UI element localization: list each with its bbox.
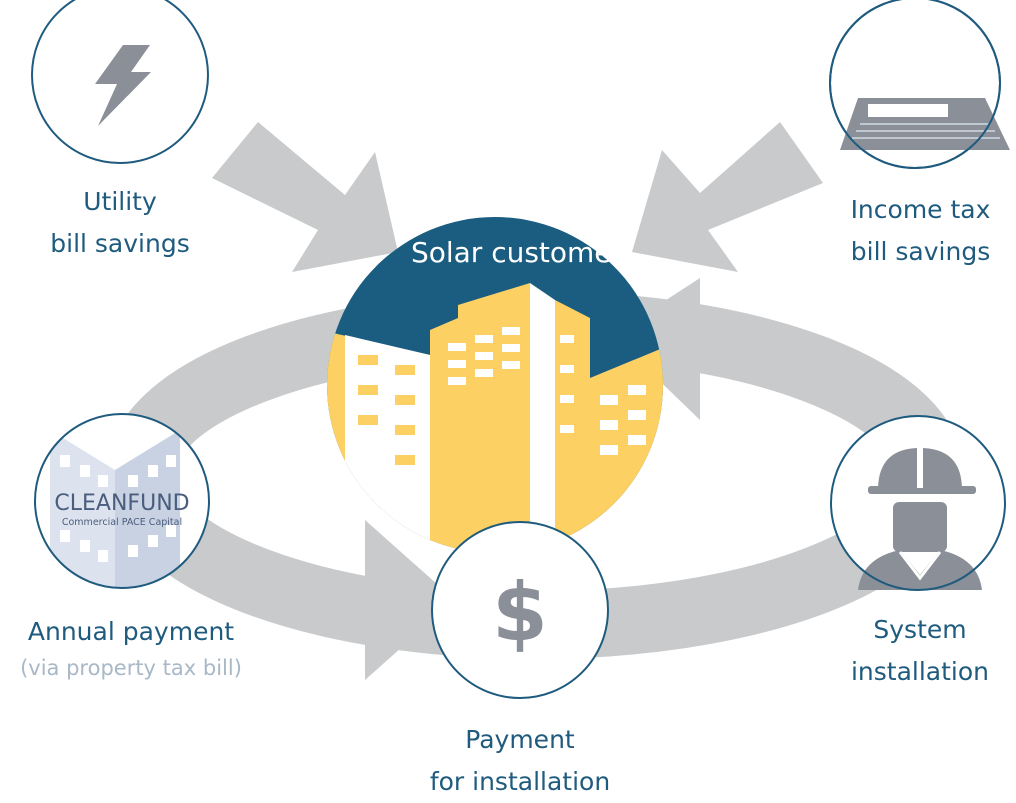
payment-label-line2: for installation xyxy=(429,767,611,796)
installation-node xyxy=(830,415,1006,591)
income-tax-node xyxy=(829,0,1010,169)
income-tax-label-line2: bill savings xyxy=(850,237,991,266)
annual-payment-node: CLEANFUND Commercial PACE Capital xyxy=(34,413,210,589)
payment-label-line1: Payment xyxy=(465,725,575,754)
utility-label-line1: Utility xyxy=(83,187,157,216)
installation-label: System installation xyxy=(830,609,1010,693)
arrow-income-tax-to-customer xyxy=(632,122,823,272)
income-tax-label-line1: Income tax xyxy=(850,195,991,224)
tax-document-icon xyxy=(840,98,1010,150)
annual-payment-label-line2: (via property tax bill) xyxy=(20,656,242,680)
cleanfund-logo: CLEANFUND Commercial PACE Capital xyxy=(50,430,190,588)
utility-label-line2: bill savings xyxy=(50,229,190,258)
payment-node: $ xyxy=(431,521,609,699)
utility-label: Utility bill savings xyxy=(20,181,220,265)
hard-hat-worker-icon xyxy=(858,444,982,590)
annual-payment-label: Annual payment (via property tax bill) xyxy=(0,611,262,683)
center-title: Solar customer xyxy=(411,236,624,269)
lightning-bolt-icon xyxy=(95,45,151,126)
utility-node xyxy=(31,0,209,164)
arrow-to-payment-head xyxy=(365,520,455,680)
logo-name: CLEANFUND xyxy=(54,491,189,516)
income-tax-label: Income tax bill savings xyxy=(818,189,1016,273)
solar-customer-circle: Solar customer xyxy=(327,217,663,553)
arrow-utility-to-customer xyxy=(212,122,398,272)
payment-label: Payment for installation xyxy=(405,719,635,803)
installation-label-line1: System xyxy=(873,615,967,644)
logo-tagline: Commercial PACE Capital xyxy=(62,517,182,528)
installation-label-line2: installation xyxy=(850,657,990,686)
annual-payment-label-line1: Annual payment xyxy=(27,617,235,646)
dollar-sign-icon: $ xyxy=(492,566,548,659)
